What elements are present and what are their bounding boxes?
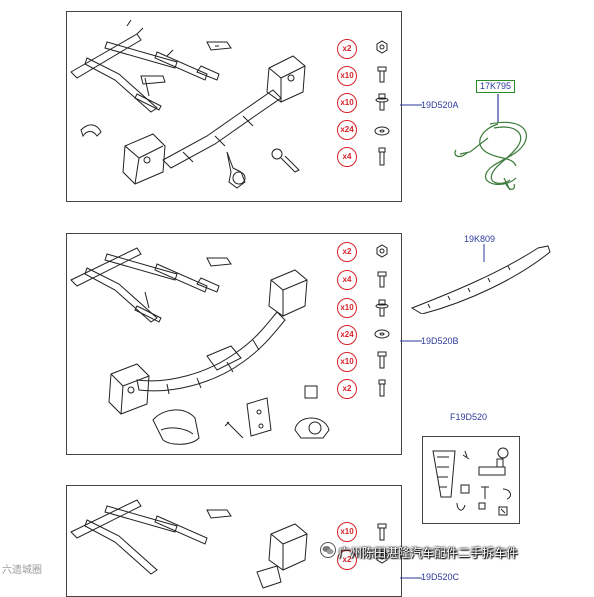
flange-bolt-icon [375,299,389,317]
nut-icon [376,244,388,258]
qty-badge: x10 [337,66,357,86]
leader-line [400,577,422,579]
flange-bolt-icon [375,93,389,111]
fastener-icons-c [376,523,388,564]
qty-badge: x24 [337,325,357,345]
qty-badge: x10 [337,93,357,113]
qty-badge: x4 [337,270,357,290]
qty-badge: x24 [337,120,357,140]
qty-badge: x2 [337,39,357,59]
fastener-icons-b [374,244,390,397]
leader-line [400,340,422,342]
qty-badge: x2 [337,379,357,399]
hitch-kit-panel [422,436,520,524]
assembly-label: 19D520C [421,572,460,582]
washer-icon [374,329,390,339]
tow-rope-label: 17K795 [476,80,516,93]
watermark-left: 六遗城圈 [2,565,42,576]
bolt-icon [377,523,387,541]
qty-badge: x4 [337,147,357,167]
assembly-label: 19D520B [421,336,459,346]
nut-icon [376,40,388,54]
long-bolt-icon [378,379,386,397]
nut-icon [376,550,388,564]
qty-badge: x10 [337,522,357,542]
leader-line [400,104,422,106]
qty-badge: x2 [337,550,357,570]
hitch-kit-drawing [432,447,511,516]
assembly-panel-b [66,233,402,455]
long-bolt-icon [378,147,386,166]
tow-bar-drawing-c [70,499,308,589]
assembly-label: 19D520A [421,100,459,110]
hitch-kit-label: F19D520 [450,412,488,422]
trim-strip-icon [410,244,551,314]
bolt-icon [377,271,387,288]
tow-bar-drawing-a [70,19,306,189]
bolt-icon [377,66,387,83]
tow-bar-drawing-b [70,247,330,445]
assembly-panel-c [66,485,402,597]
qty-badge: x2 [337,242,357,262]
washer-icon [374,126,390,136]
trim-strip-label: 19K809 [464,234,496,244]
watermark-right: 广州陈田湛隆汽车配件二手拆车件 [338,546,519,560]
qty-badge: x10 [337,352,357,372]
fastener-icons-a [374,40,390,166]
qty-badge: x10 [337,298,357,318]
bolt-icon [377,351,387,369]
tow-rope-icon [454,94,527,191]
wechat-logo-icon [320,542,336,558]
